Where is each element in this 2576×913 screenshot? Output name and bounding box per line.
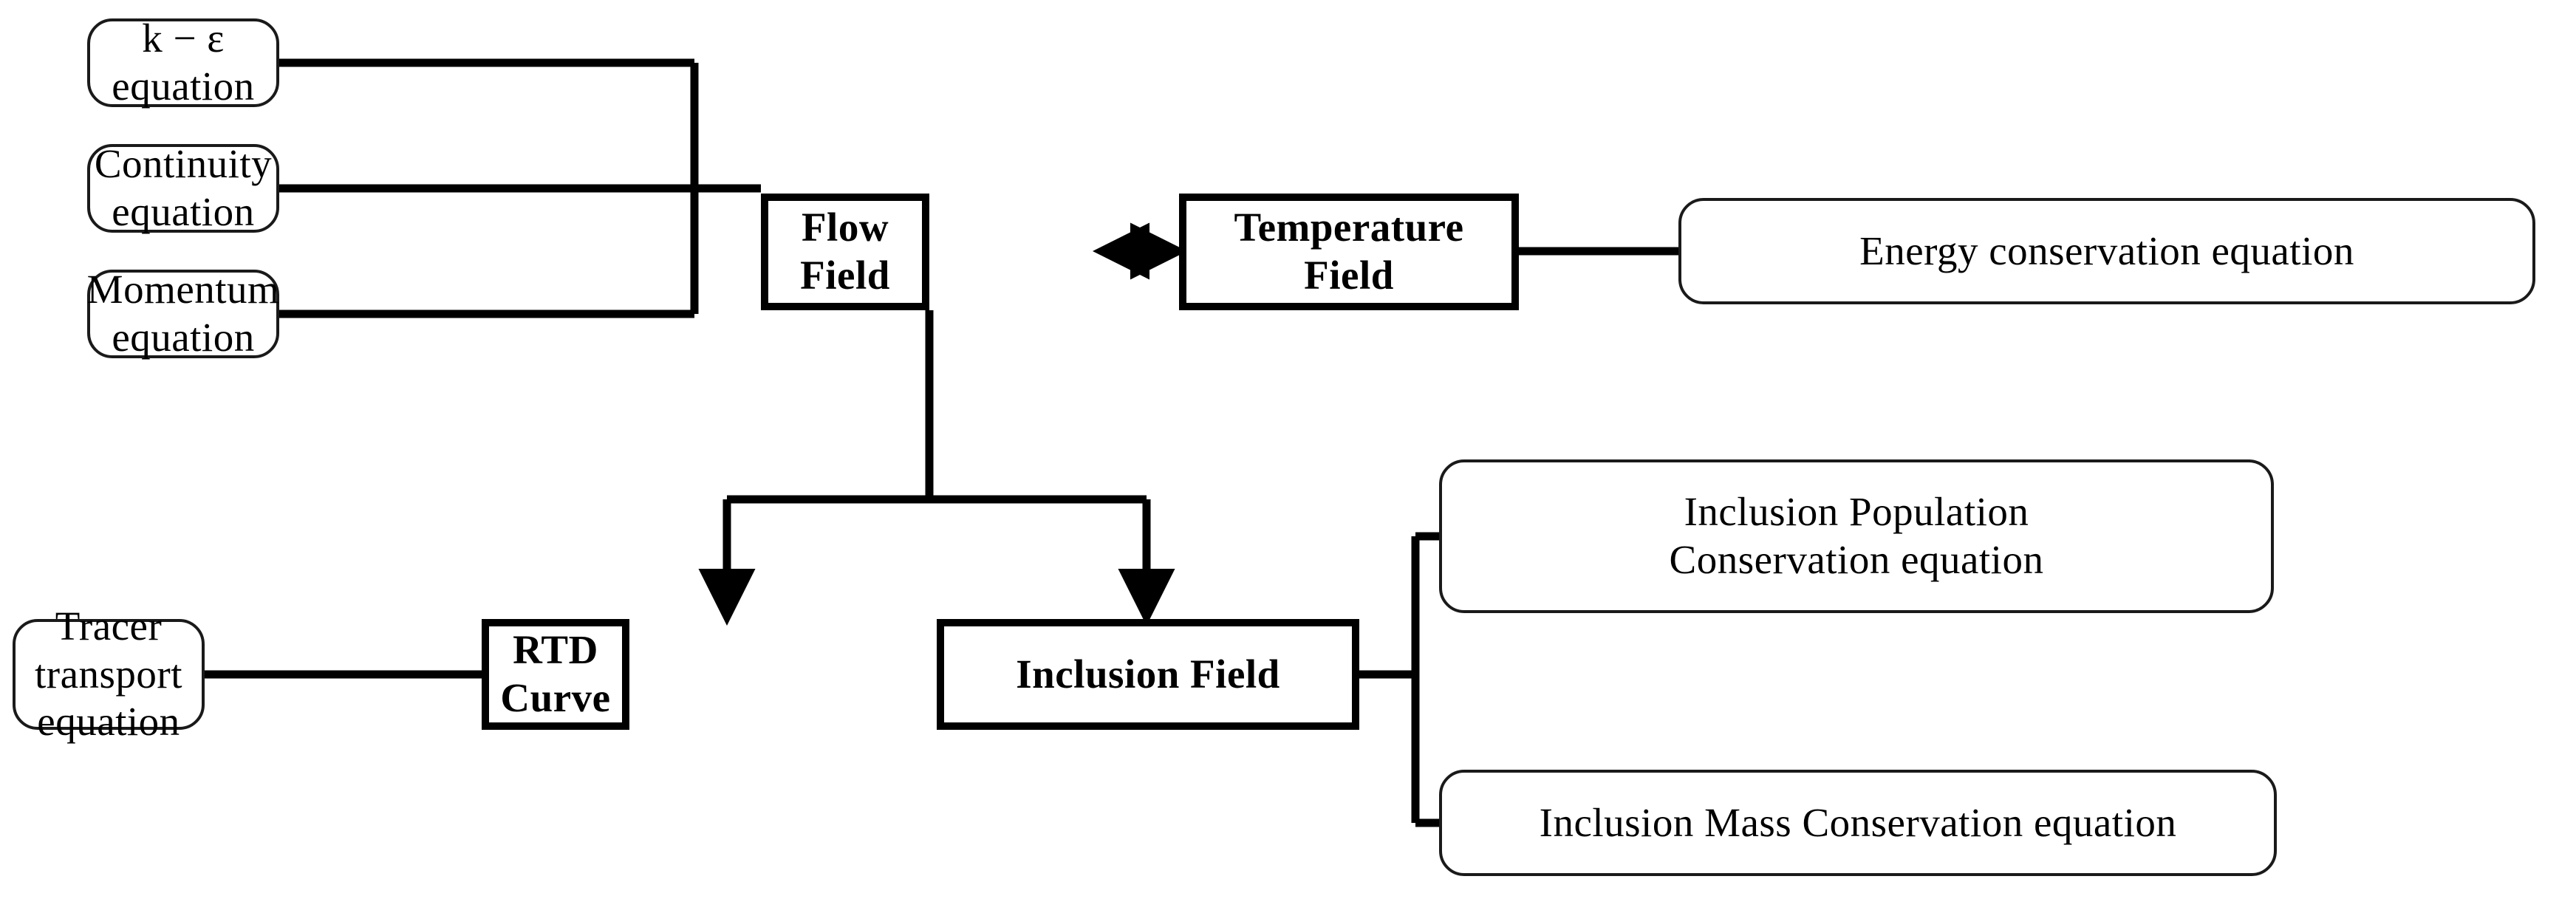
node-inclusion-field[interactable]: Inclusion Field (937, 619, 1359, 730)
node-temperature-field-label: Temperature Field (1234, 205, 1464, 298)
node-inclusion-mass-conservation-equation-label: Inclusion Mass Conservation equation (1539, 799, 2177, 845)
node-inclusion-mass-conservation-equation[interactable]: Inclusion Mass Conservation equation (1439, 770, 2277, 876)
node-tracer-transport-equation-label: Tracer transport equation (34, 603, 182, 745)
wire-flow-field-to-bottom-row (698, 310, 1175, 626)
node-k-epsilon-equation[interactable]: k − ε equation (87, 16, 279, 109)
node-flow-field-label: Flow Field (800, 205, 890, 298)
node-inclusion-population-conservation-equation[interactable]: Inclusion Population Conservation equati… (1439, 459, 2274, 613)
wire-inclusion-field-to-equations (1359, 532, 1439, 827)
node-inclusion-population-conservation-equation-label: Inclusion Population Conservation equati… (1669, 489, 2044, 582)
node-continuity-equation[interactable]: Continuity equation (87, 141, 279, 234)
node-rtd-curve-label: RTD Curve (500, 627, 611, 720)
node-flow-field[interactable]: Flow Field (761, 194, 929, 310)
node-temperature-field[interactable]: Temperature Field (1179, 194, 1519, 310)
node-momentum-equation-label: Momentum equation (86, 267, 280, 360)
node-k-epsilon-equation-label: k − ε equation (112, 16, 255, 109)
node-rtd-curve[interactable]: RTD Curve (482, 619, 629, 730)
node-energy-conservation-equation[interactable]: Energy conservation equation (1678, 198, 2535, 304)
node-momentum-equation[interactable]: Momentum equation (87, 267, 279, 360)
wire-left-equations-to-flow-field (279, 58, 761, 318)
node-continuity-equation-label: Continuity equation (94, 141, 273, 234)
node-inclusion-field-label: Inclusion Field (1016, 651, 1280, 697)
node-energy-conservation-equation-label: Energy conservation equation (1859, 228, 2354, 273)
node-tracer-transport-equation[interactable]: Tracer transport equation (13, 603, 205, 744)
